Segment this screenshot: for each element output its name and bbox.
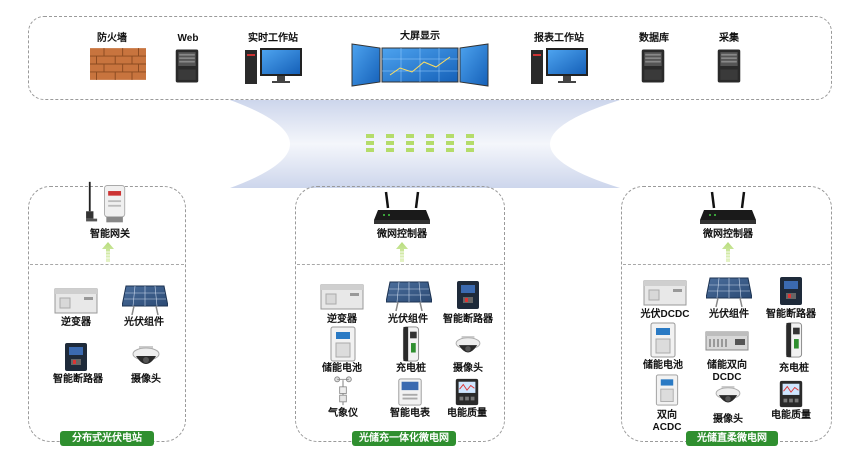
web-server-icon: [174, 46, 200, 86]
middle-label-battery: 储能电池: [322, 363, 362, 374]
middle-camera-icon: [454, 336, 482, 358]
middle-controller-icon: [372, 190, 432, 226]
left-label-inverter: 逆变器: [61, 317, 91, 328]
middle-label-breaker: 智能断路器: [443, 314, 493, 325]
middle-section-title: 光储充一体化微电网: [352, 431, 456, 446]
label-smart-gateway: 智能网关: [90, 229, 130, 240]
right-label-pv-dcdc: 光伏DCDC: [640, 309, 690, 320]
right-up-arrow-icon: [722, 242, 734, 262]
left-camera-icon: [131, 346, 161, 370]
right-label-controller: 微网控制器: [703, 229, 753, 240]
right-label-battery: 储能电池: [643, 360, 683, 371]
right-power-quality-icon: [778, 380, 804, 408]
database-server-icon: [640, 46, 666, 86]
right-section-title: 光储直柔微电网: [686, 431, 778, 446]
label-collection: 采集: [719, 33, 739, 44]
left-label-breaker: 智能断路器: [53, 374, 103, 385]
right-label-camera: 摄像头: [713, 414, 743, 425]
middle-divider: [297, 264, 503, 265]
right-bidirectional-dcdc-icon: [705, 328, 749, 354]
right-label-pv-module: 光伏组件: [709, 309, 749, 320]
middle-label-inverter: 逆变器: [327, 314, 357, 325]
middle-label-camera: 摄像头: [453, 363, 483, 374]
right-battery-icon: [650, 322, 676, 358]
middle-battery-icon: [330, 326, 356, 362]
middle-label-pv-module: 光伏组件: [388, 314, 428, 325]
label-report-workstation: 报表工作站: [534, 33, 584, 44]
right-label-bidirectional-acdc: 双向ACDC: [652, 410, 682, 433]
right-label-power-quality: 电能质量: [771, 410, 811, 421]
middle-label-charger: 充电桩: [396, 363, 426, 374]
middle-label-meter: 智能电表: [390, 408, 430, 419]
right-pv-dcdc-icon: [643, 278, 687, 308]
left-breaker-icon: [64, 342, 88, 372]
firewall-icon: [90, 48, 146, 80]
label-database: 数据库: [639, 33, 669, 44]
label-realtime-workstation: 实时工作站: [248, 33, 298, 44]
top-panel: [28, 16, 832, 100]
middle-weather-icon: [333, 374, 353, 408]
left-label-camera: 摄像头: [131, 374, 161, 385]
middle-pv-module-icon: [386, 280, 432, 312]
middle-label-weather: 气象仪: [328, 408, 358, 419]
label-big-screen: 大屏显示: [400, 31, 440, 42]
report-workstation-icon: [530, 46, 590, 86]
left-up-arrow-icon: [102, 242, 114, 262]
label-firewall: 防火墙: [97, 33, 127, 44]
middle-label-controller: 微网控制器: [377, 229, 427, 240]
big-screen-icon: [350, 42, 490, 88]
middle-power-quality-icon: [454, 378, 480, 406]
network-cloud: [60, 100, 776, 188]
right-bidirectional-acdc-icon: [654, 374, 680, 406]
right-controller-icon: [698, 190, 758, 226]
right-label-breaker: 智能断路器: [766, 309, 816, 320]
right-breaker-icon: [779, 276, 803, 306]
middle-charger-icon: [400, 326, 422, 362]
left-inverter-icon: [54, 286, 98, 316]
middle-label-power-quality: 电能质量: [447, 408, 487, 419]
right-pv-module-icon: [706, 276, 752, 308]
realtime-workstation-icon: [244, 46, 304, 86]
smart-gateway-icon: [80, 180, 140, 226]
left-divider: [30, 264, 184, 265]
right-label-charger: 充电桩: [779, 363, 809, 374]
middle-up-arrow-icon: [396, 242, 408, 262]
right-divider: [623, 264, 830, 265]
right-camera-icon: [714, 386, 742, 408]
left-label-pv-module: 光伏组件: [124, 317, 164, 328]
label-web: Web: [177, 33, 199, 44]
left-section-title: 分布式光伏电站: [60, 431, 154, 446]
right-charger-icon: [783, 322, 805, 358]
middle-breaker-icon: [456, 280, 480, 310]
collection-server-icon: [716, 46, 742, 86]
middle-meter-icon: [397, 378, 423, 406]
left-pv-module-icon: [122, 284, 168, 316]
middle-inverter-icon: [320, 282, 364, 312]
right-label-bidirectional-dcdc: 储能双向DCDC: [707, 360, 747, 383]
